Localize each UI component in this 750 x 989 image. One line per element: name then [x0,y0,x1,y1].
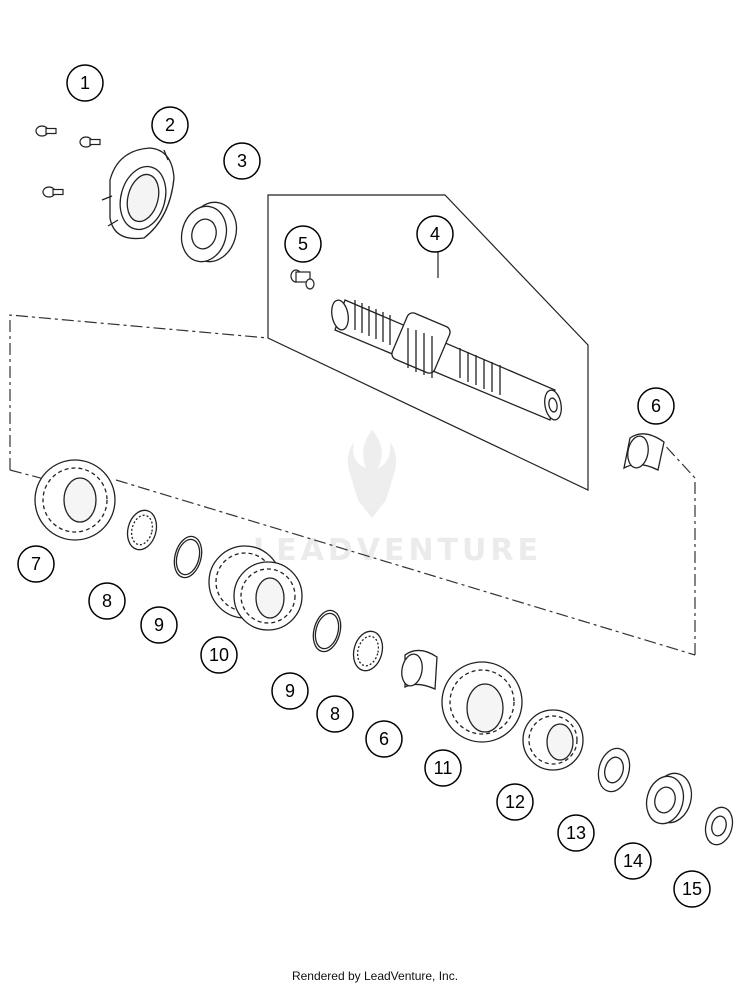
svg-text:8: 8 [330,704,340,724]
svg-text:10: 10 [209,645,229,665]
svg-text:11: 11 [434,758,453,778]
svg-text:5: 5 [298,234,308,254]
bushing-part-6-top [623,433,665,471]
callout-14[interactable]: 14 [614,842,652,880]
svg-text:8: 8 [102,591,112,611]
svg-text:6: 6 [379,729,389,749]
watermark-text: LEADVENTURE [253,533,542,568]
bushing-part-6-lower [401,649,438,690]
ring-part-8-lower [352,630,384,672]
bearing-part-3 [180,201,238,263]
bearing-part-14 [645,772,693,825]
callout-10[interactable]: 10 [200,636,238,674]
callout-6-lower[interactable]: 6 [365,720,403,758]
svg-text:14: 14 [623,851,643,871]
callouts: 1 2 3 4 5 6 7 8 9 10 9 8 6 11 12 13 14 1… [17,64,711,908]
plug-part [290,269,315,290]
svg-text:6: 6 [651,396,661,416]
svg-text:13: 13 [566,823,586,843]
callout-7[interactable]: 7 [17,545,55,583]
callout-15[interactable]: 15 [673,870,711,908]
washer-part-15 [704,806,734,846]
circlip-part-9-lower [312,609,342,653]
bearing-retainer-part [101,147,175,240]
washer-part-13 [597,747,631,793]
callout-3[interactable]: 3 [223,142,261,180]
callout-6-top[interactable]: 6 [637,387,675,425]
callout-4[interactable]: 4 [416,215,454,253]
screws-part [35,125,101,198]
watermark: LEADVENTURE [253,430,542,568]
svg-text:9: 9 [154,615,164,635]
main-shaft-part [331,299,562,421]
callout-2[interactable]: 2 [151,106,189,144]
watermark-flame-icon [347,430,397,518]
callout-12[interactable]: 12 [496,783,534,821]
callout-9[interactable]: 9 [140,606,178,644]
callout-5[interactable]: 5 [284,225,322,263]
svg-text:2: 2 [165,115,175,135]
gear-part-12 [522,709,584,771]
ring-part-8 [126,509,158,551]
callout-13[interactable]: 13 [557,814,595,852]
callout-9-lower[interactable]: 9 [271,672,309,710]
gear-part-11 [441,661,523,743]
svg-text:15: 15 [682,879,702,899]
footer-credit: Rendered by LeadVenture, Inc. [291,969,459,983]
svg-text:3: 3 [237,151,247,171]
callout-11[interactable]: 11 [424,749,462,787]
circlip-part-9 [173,535,203,579]
svg-text:9: 9 [285,681,295,701]
shaft-assembly-box [267,194,589,491]
callout-8[interactable]: 8 [88,582,126,620]
gear-part-7 [34,459,116,541]
svg-text:12: 12 [505,792,525,812]
svg-text:4: 4 [430,224,440,244]
svg-text:7: 7 [31,554,41,574]
callout-1[interactable]: 1 [66,64,104,102]
callout-8-lower[interactable]: 8 [316,695,354,733]
svg-text:1: 1 [80,73,90,93]
gear-part-10 [208,545,303,631]
